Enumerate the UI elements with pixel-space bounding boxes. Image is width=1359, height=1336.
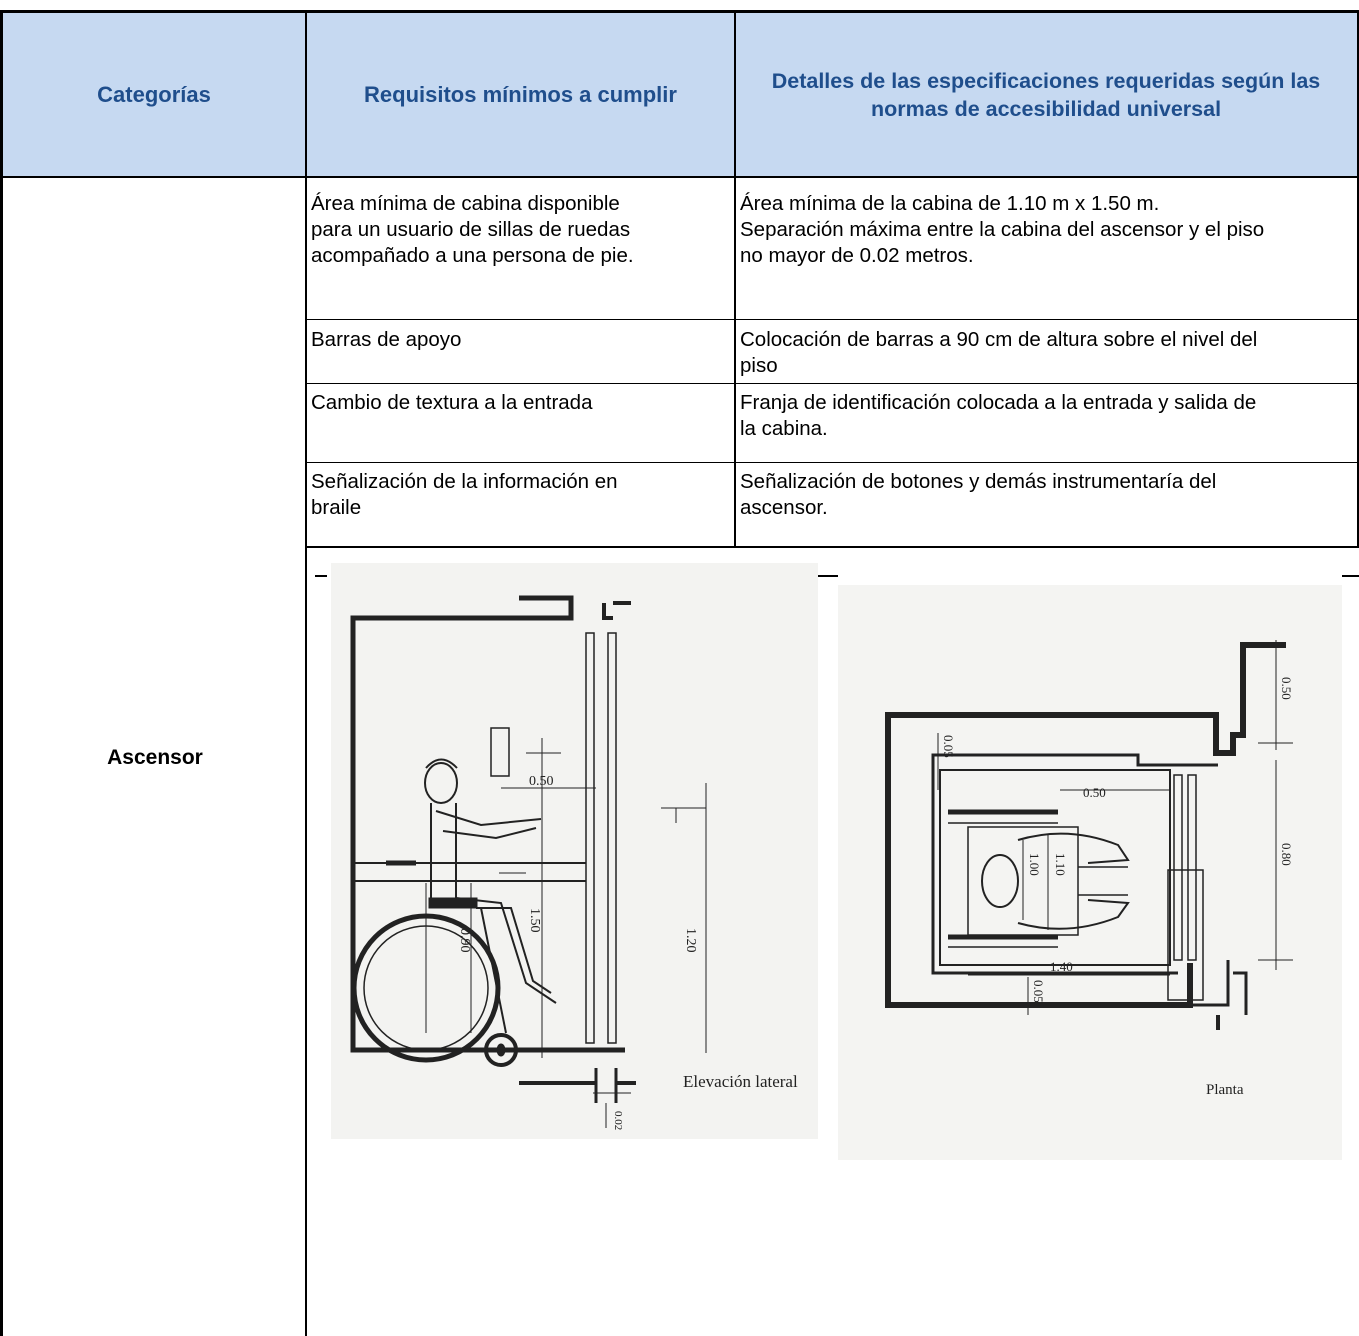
dim-text-050-side: 0.50 [1279,677,1294,700]
requirement-cell-4: Señalización de la información en braile [311,469,618,521]
dim-text-050: 0.50 [529,774,554,789]
header-requirements: Requisitos mínimos a cumplir [364,81,677,107]
detail-cell-2: Colocación de barras a 90 cm de altura s… [740,327,1257,379]
detail-cell-3: Franja de identificación colocada a la e… [740,390,1256,442]
column-divider [305,10,307,1336]
dim-text-100: 1.00 [1027,853,1042,876]
category-label: Ascensor [107,746,203,769]
detail-cell-1: Área mínima de la cabina de 1.10 m x 1.5… [740,191,1264,269]
dim-text-005-top: 0.05 [941,735,956,758]
table-right-border [1357,10,1359,548]
dim-text-090: 0.90 [457,928,472,953]
header-bottom-border [0,176,1359,178]
requirement-cell-3: Cambio de textura a la entrada [311,390,592,416]
dim-text-005-bottom: 0.05 [1031,980,1046,1003]
text-line: no mayor de 0.02 metros. [740,244,974,267]
dim-text-140: 1.40 [1050,959,1073,974]
dim-text-110: 1.10 [1053,853,1068,876]
text-line: Señalización de la información en [311,470,618,493]
dim-text-002: 0.02 [612,1111,624,1130]
row-divider [306,462,1359,463]
header-row-background [2,12,1359,177]
text-line: Área mínima de cabina disponible [311,192,620,215]
dash-mark [315,575,327,577]
dim-text-050-plan: 0.50 [1083,785,1106,800]
text-line: Separación máxima entre la cabina del as… [740,218,1265,241]
table-left-border [0,10,3,1336]
detail-cell-4: Señalización de botones y demás instrume… [740,469,1216,521]
text-line: Señalización de botones y demás instrume… [740,470,1217,493]
text-line: acompañado a una persona de pie. [311,244,634,267]
header-categories: Categorías [97,81,211,107]
text-line: Cambio de textura a la entrada [311,391,593,414]
table-top-border [0,10,1359,13]
plan-caption: Planta [1206,1082,1244,1098]
row-divider [306,383,1359,384]
text-line: ascensor. [740,496,828,519]
plan-drawing: 0.05 0.50 1.00 1.10 1.40 0.05 0.50 0.80 … [838,585,1342,1160]
text-line: para un usuario de sillas de ruedas [311,218,631,241]
text-line: Área mínima de la cabina de 1.10 m x 1.5… [740,192,1160,215]
text-line: Colocación de barras a 90 cm de altura s… [740,328,1258,351]
row-divider [306,319,1359,320]
row-divider [306,546,1359,548]
text-line: braile [311,496,362,519]
dash-mark [1342,575,1359,577]
dim-text-150: 1.50 [527,908,542,933]
text-line: Barras de apoyo [311,328,462,351]
text-line: piso [740,354,778,377]
elevation-drawing: 0.50 1.50 0.90 1.20 0.02 Elevación later… [331,563,818,1139]
dim-text-120: 1.20 [683,928,698,953]
requirement-cell-2: Barras de apoyo [311,327,461,353]
requirement-cell-1: Área mínima de cabina disponible para un… [311,191,634,269]
text-line: Franja de identificación colocada a la e… [740,391,1257,414]
text-line: la cabina. [740,417,828,440]
dash-mark [818,575,838,577]
elevation-caption: Elevación lateral [683,1072,798,1091]
column-divider [734,10,736,548]
dim-text-080: 0.80 [1279,843,1294,866]
header-details: Detalles de las especificaciones requeri… [771,68,1321,121]
